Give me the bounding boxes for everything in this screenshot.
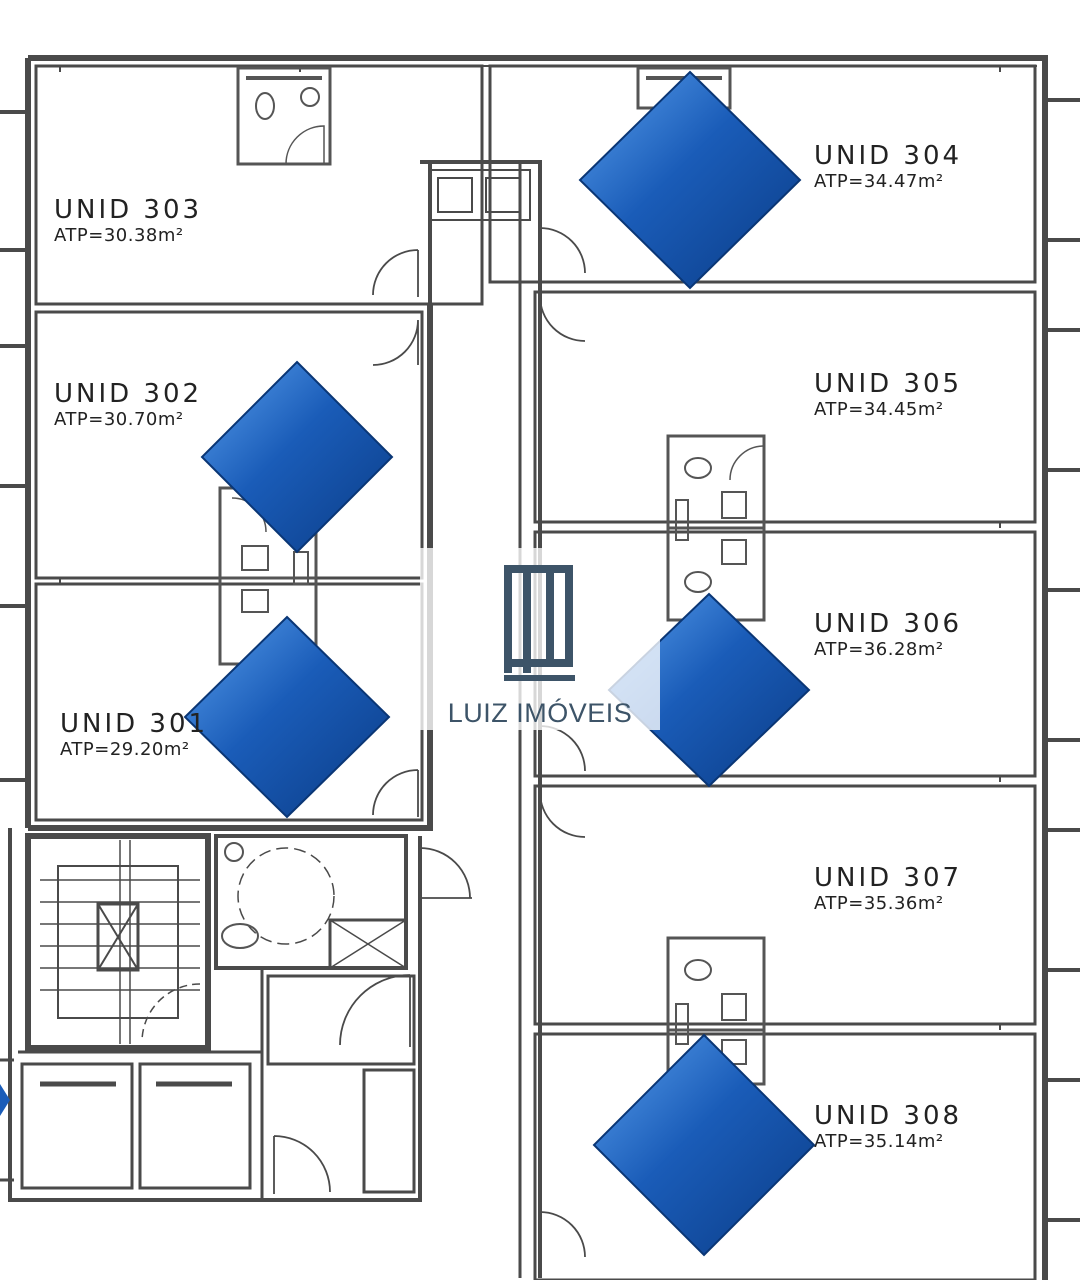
markers — [0, 70, 816, 1257]
unit-name: UNID 302 — [54, 379, 203, 409]
unit-area: ATP=30.38m² — [54, 224, 184, 246]
unit-area: ATP=35.14m² — [814, 1130, 944, 1152]
unit-name: UNID 305 — [814, 369, 963, 399]
diamond-marker-1 — [578, 70, 802, 290]
unit-area: ATP=35.36m² — [814, 892, 944, 914]
diamond-marker-3 — [183, 615, 391, 819]
unit-area: ATP=30.70m² — [54, 408, 184, 430]
unit-area: ATP=34.45m² — [814, 398, 944, 420]
logo-name: LUIZ IMÓVEIS — [447, 698, 633, 728]
diamond-marker-5 — [592, 1033, 816, 1257]
walls — [0, 55, 1080, 1280]
unit-name: UNID 308 — [814, 1101, 963, 1131]
unit-area: ATP=29.20m² — [60, 738, 190, 760]
unit-name: UNID 306 — [814, 609, 963, 639]
unit-area: ATP=34.47m² — [814, 170, 944, 192]
unit-name: UNID 307 — [814, 863, 963, 893]
unit-name: UNID 303 — [54, 195, 203, 225]
diamond-marker-2 — [200, 360, 394, 554]
logo-watermark: LUIZ IMÓVEIS — [420, 548, 660, 730]
unit-area: ATP=36.28m² — [814, 638, 944, 660]
lm-monogram-icon — [504, 565, 575, 681]
unit-name: UNID 301 — [60, 709, 209, 739]
diamond-marker-6 — [0, 1084, 10, 1116]
unit-name: UNID 304 — [814, 141, 963, 171]
